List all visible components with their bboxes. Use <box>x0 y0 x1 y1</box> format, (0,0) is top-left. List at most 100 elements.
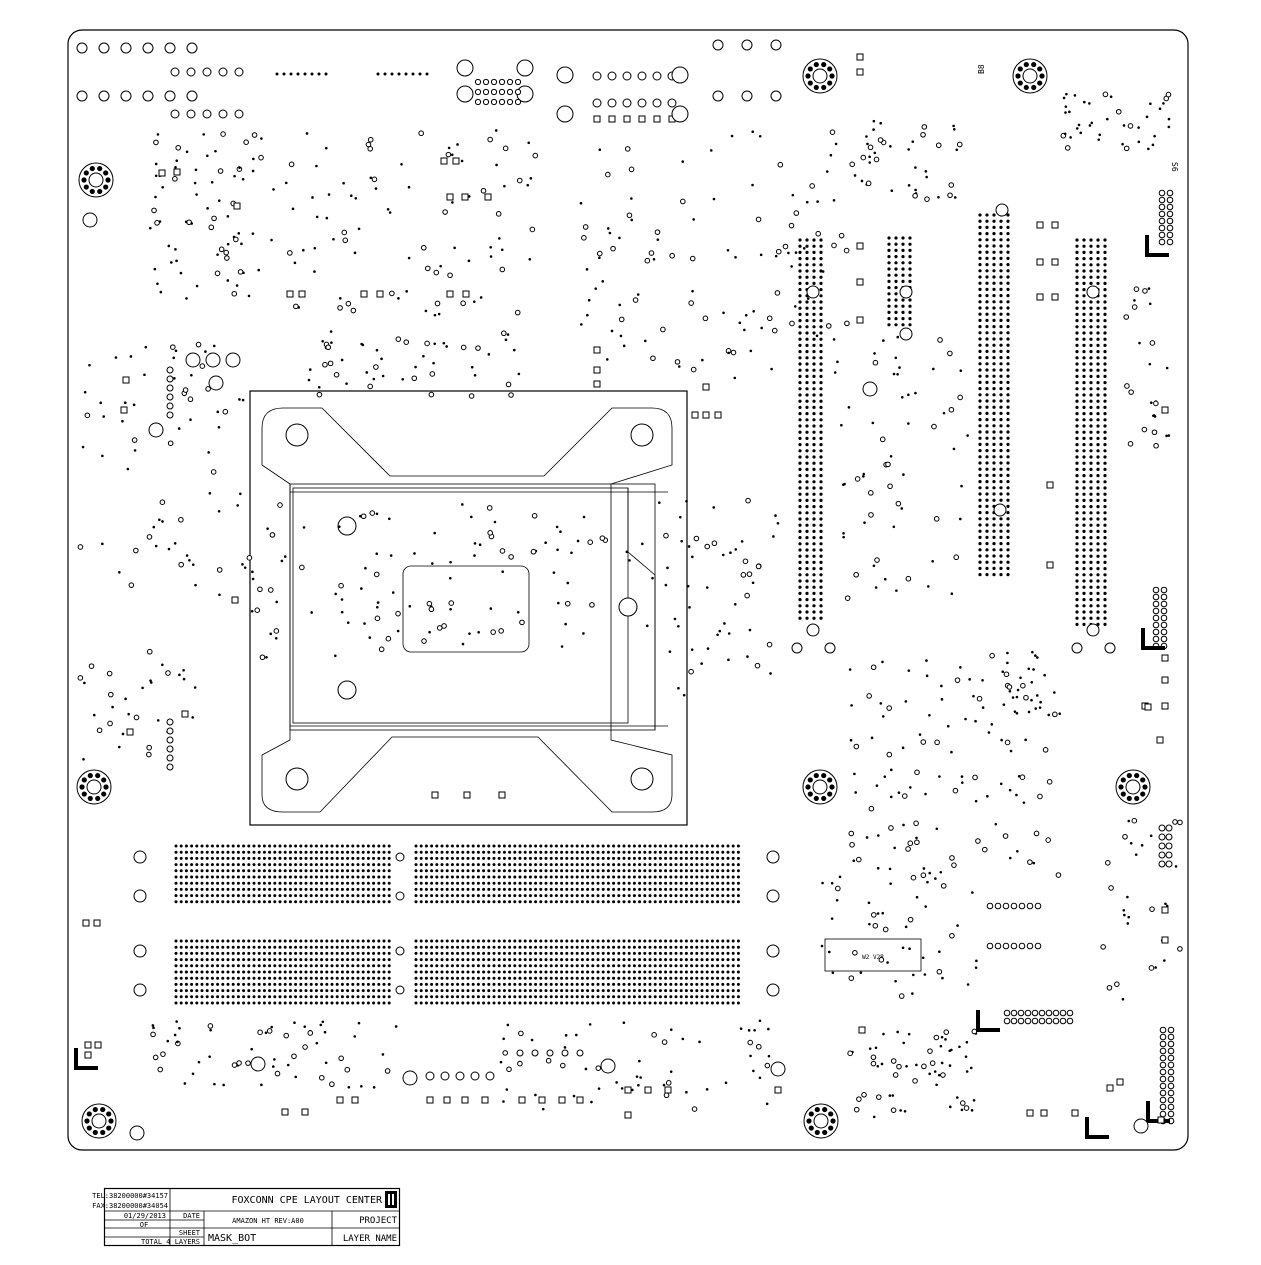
dimm-pin <box>549 995 553 999</box>
slot-pin <box>1075 356 1079 360</box>
dimm-pin <box>174 939 178 943</box>
via-dot <box>294 1075 298 1079</box>
via-dot <box>664 583 668 587</box>
dimm-pin <box>372 976 376 980</box>
dimm-pin <box>377 964 381 968</box>
via-dot <box>1138 341 1141 345</box>
slot-pin <box>805 325 809 329</box>
dimm-pin <box>320 976 324 980</box>
slot-pin <box>1089 430 1093 434</box>
dimm-pin <box>705 976 709 980</box>
slot-pin <box>819 418 823 422</box>
dimm-pin <box>726 850 730 854</box>
via-dot <box>504 338 508 342</box>
dimm-pin <box>731 989 735 993</box>
mounting-hole-pad <box>103 170 109 176</box>
via-dot <box>759 253 763 257</box>
dimm-pin <box>549 976 553 980</box>
slot-pin <box>798 548 802 552</box>
slot-pin <box>1082 343 1086 347</box>
dimm-pin <box>544 995 548 999</box>
header-pin <box>986 942 994 950</box>
slot-pin <box>812 511 816 515</box>
slot-pin <box>1006 449 1010 453</box>
slot-pin <box>985 250 989 254</box>
dimm-pin <box>252 894 256 898</box>
slot-pin <box>1082 474 1086 478</box>
dimm-pin <box>705 989 709 993</box>
dimm-pin <box>179 881 183 885</box>
dimm-pin <box>632 869 636 873</box>
via-ring <box>888 825 894 831</box>
dimm-pin <box>648 958 652 962</box>
slot-pin <box>978 486 982 490</box>
dimm-pin <box>575 976 579 980</box>
dimm-pin <box>487 976 491 980</box>
via-dot <box>1153 134 1156 138</box>
slot-pin <box>819 350 823 354</box>
dimm-pin <box>658 958 662 962</box>
slot-pin <box>1082 616 1086 620</box>
via-dot <box>329 330 333 333</box>
slot-pin <box>1089 269 1093 273</box>
dimm-pin <box>586 875 590 879</box>
via-dot <box>541 1107 545 1111</box>
slot-pin <box>978 517 982 521</box>
via-ring <box>217 168 224 174</box>
dimm-pin <box>346 869 350 873</box>
io-hole <box>76 90 88 102</box>
dimm-pin <box>502 881 506 885</box>
dimm-pin <box>366 875 370 879</box>
dimm-pin <box>539 982 543 986</box>
via-dot <box>969 1066 973 1070</box>
dimm-pin <box>387 869 391 873</box>
header-pin <box>1024 1017 1032 1025</box>
slot-pin <box>805 455 809 459</box>
via-dot <box>451 201 454 204</box>
slot-pin <box>1103 591 1107 596</box>
dimm-pin <box>294 844 298 848</box>
dimm-pin <box>617 900 621 904</box>
header-pin <box>1167 1110 1175 1118</box>
slot-pin <box>985 219 989 223</box>
dimm-pin <box>690 964 694 968</box>
dimm-pin <box>544 970 548 974</box>
slot-pin <box>819 579 823 583</box>
slot-pin <box>805 505 809 509</box>
via-dot <box>727 632 731 635</box>
dimm-pin <box>461 881 465 885</box>
dimm-pin <box>601 900 605 904</box>
dimm-pin <box>382 850 386 854</box>
slot-pin <box>1103 257 1107 261</box>
via-dot <box>1147 147 1150 151</box>
via-dot <box>397 297 400 300</box>
dimm-pin <box>710 995 714 999</box>
via-dot <box>948 1064 952 1067</box>
slot-pin <box>1096 517 1100 521</box>
dimm-pin <box>518 970 522 974</box>
slot-pin <box>1089 436 1093 440</box>
via-dot <box>747 1029 751 1032</box>
dimm-pin <box>632 875 636 879</box>
io-small-hole <box>474 78 482 86</box>
dimm-pin <box>721 1001 725 1005</box>
dimm-pin <box>669 976 673 980</box>
dimm-pin <box>632 958 636 962</box>
dimm-pin <box>471 894 475 898</box>
mounting-hole-pad <box>813 772 819 779</box>
via-ring <box>914 769 920 776</box>
dimm-pin <box>596 881 600 885</box>
dimm-pin <box>716 995 720 999</box>
via-dot <box>493 520 497 524</box>
dimm-pin <box>268 863 272 867</box>
via-dot <box>563 1046 567 1049</box>
dimm-pin <box>523 850 527 854</box>
slot-pin <box>819 591 823 596</box>
slot-pin <box>1006 318 1010 322</box>
via-ring <box>644 257 651 264</box>
slot-pin <box>1089 275 1093 279</box>
slot-pin <box>978 356 982 360</box>
dimm-pin <box>366 939 370 943</box>
via-dot <box>237 232 241 235</box>
dimm-pin <box>653 945 657 949</box>
